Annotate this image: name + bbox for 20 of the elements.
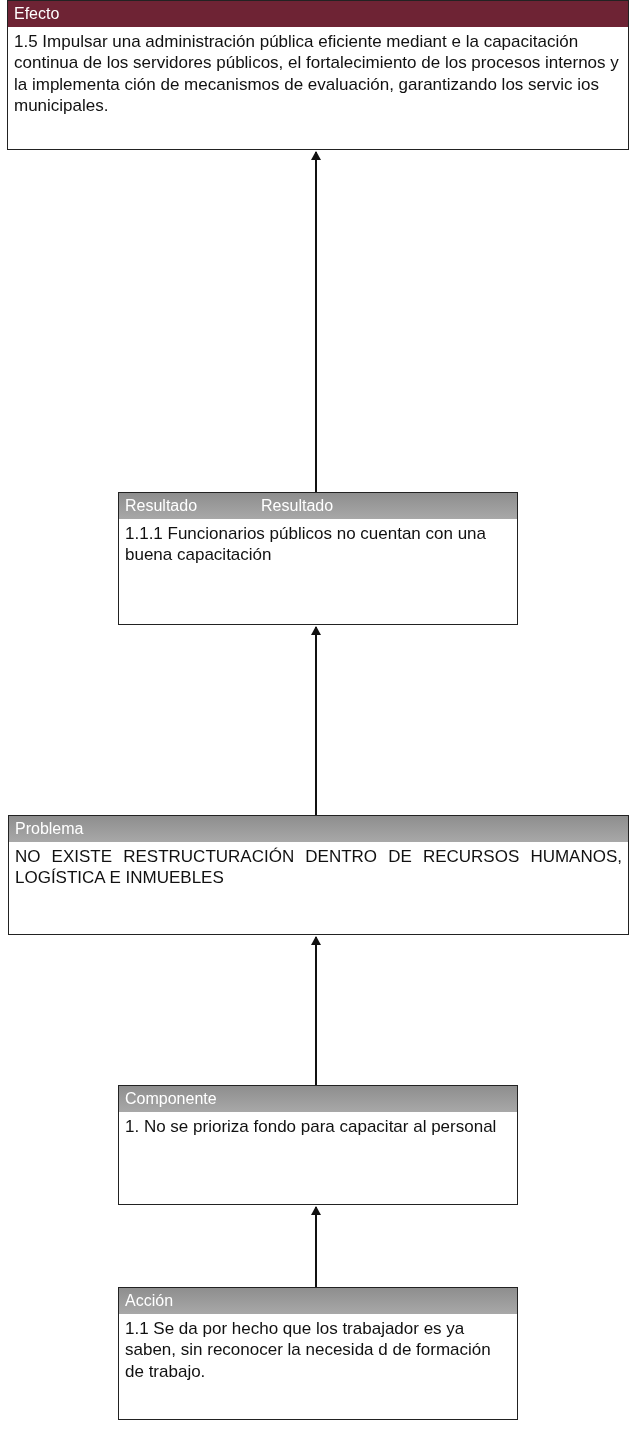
box-text: 1. No se prioriza fondo para capacitar al personal [124,1116,498,1138]
box-text: 1.1.1 Funcionarios públicos no cuentan con una buena capacitación [124,523,488,567]
header-text: Resultado [261,496,334,516]
arrow [311,626,321,816]
text-box [118,1287,518,1420]
header-text: Efecto [14,4,60,24]
header-text: Componente [125,1089,217,1109]
arrow [311,151,321,493]
text-box [8,815,629,935]
box-text: NO EXISTE RESTRUCTURACIÓN DENTRO DE RECURSOS HUMANOS, LOGÍSTICA E INMUEBLES [14,846,623,890]
header-text: Problema [15,819,84,839]
arrow [311,1206,321,1288]
box-text: 1.5 Impulsar una administración pública eficiente mediant e la capacitación continua de los servidores públicos, el fortalecimiento de los procesos internos y la implementa ción de mecanismos de evaluación, garantizando los servic ios municipales. [13,31,620,117]
arrow [311,936,321,1086]
header-text: Acción [125,1291,174,1311]
text-box [118,1085,518,1205]
box-text: 1.1 Se da por hecho que los trabajador es ya saben, sin reconocer la necesida d de formación de trabajo. [124,1318,492,1383]
header-text: Resultado [125,496,198,516]
text-box [7,0,629,150]
text-box [118,492,518,625]
